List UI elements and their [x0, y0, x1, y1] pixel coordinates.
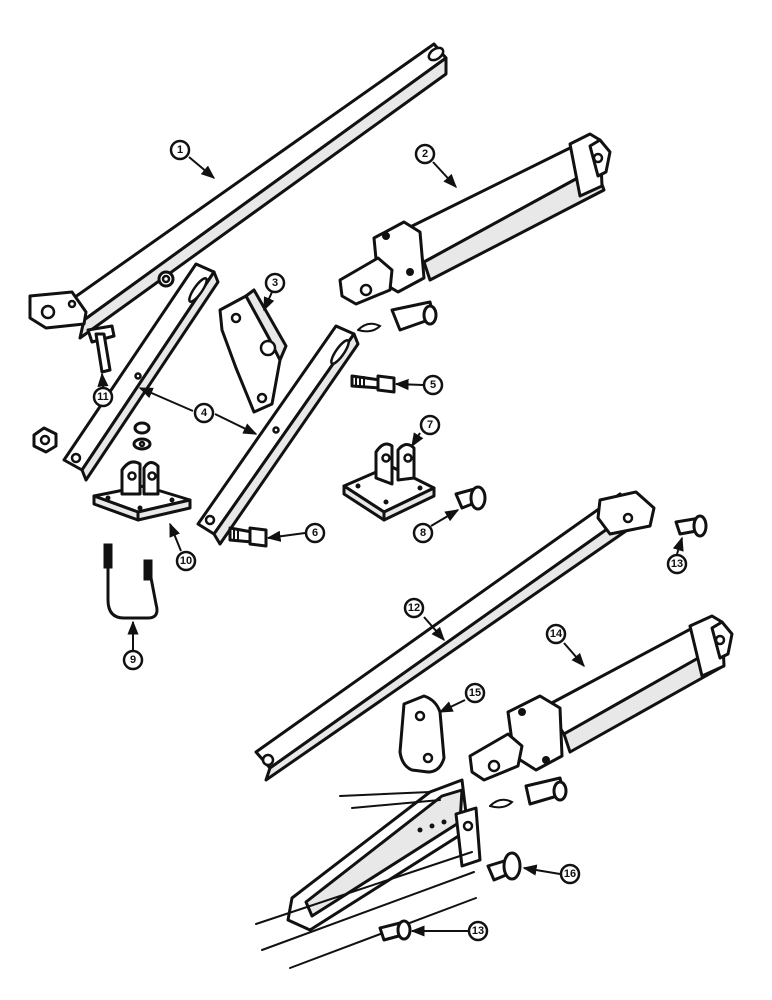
- callout-label: 8: [420, 527, 426, 539]
- frame-beam: [255, 778, 482, 969]
- nut-left: [32, 426, 58, 454]
- leader-lines: [97, 156, 684, 937]
- clevis-mount-7: [342, 442, 436, 522]
- pin-13-upper: [674, 514, 708, 538]
- callout-12: 12: [403, 597, 425, 619]
- callout-label: 12: [408, 602, 420, 614]
- callout-7: 7: [419, 414, 441, 436]
- slotted-strap-right: [196, 324, 360, 546]
- pin-11: [86, 324, 116, 374]
- callout-label: 11: [97, 391, 109, 403]
- callout-5: 5: [422, 374, 444, 396]
- callout-15: 15: [464, 682, 486, 704]
- callout-16: 16: [559, 863, 581, 885]
- nut-top: [157, 270, 175, 288]
- callout-label: 1: [177, 144, 183, 156]
- link-bar-upper: [28, 42, 448, 340]
- callout-4: 4: [193, 402, 215, 424]
- callout-label: 15: [469, 687, 481, 699]
- clevis-base-10: [92, 460, 192, 522]
- callout-1: 1: [169, 139, 191, 161]
- link-bar-lower: [254, 490, 656, 782]
- callout-label: 16: [564, 868, 576, 880]
- callout-10: 10: [175, 550, 197, 572]
- callout-2: 2: [414, 143, 436, 165]
- hydraulic-cylinder-lower: [468, 614, 734, 809]
- spacer-link-15: [398, 694, 446, 774]
- callout-14: 14: [545, 623, 567, 645]
- callout-13-upper: 13: [666, 553, 688, 575]
- callout-13-lower: 13: [467, 920, 489, 942]
- callout-label: 13: [671, 558, 683, 570]
- callout-label: 5: [430, 379, 436, 391]
- pin-16: [486, 851, 522, 882]
- callout-label: 14: [550, 628, 563, 640]
- bolt-5: [350, 374, 396, 394]
- callout-8: 8: [412, 522, 434, 544]
- bracket-plate: [218, 288, 288, 414]
- callout-6: 6: [304, 522, 326, 544]
- callout-label: 9: [130, 654, 136, 666]
- bolt-6: [228, 526, 268, 548]
- callout-3: 3: [264, 272, 286, 294]
- pin-8: [454, 485, 487, 511]
- callout-label: 7: [427, 419, 433, 431]
- callout-label: 4: [201, 407, 208, 419]
- callout-11: 11: [92, 386, 114, 408]
- callout-label: 13: [472, 925, 484, 937]
- pin-13-lower: [378, 919, 412, 942]
- washer-nut-stack: [132, 421, 152, 451]
- callout-label: 10: [180, 555, 192, 567]
- callout-9: 9: [122, 649, 144, 671]
- u-bolt-9: [103, 543, 159, 620]
- hydraulic-cylinder-upper: [338, 132, 612, 333]
- callout-label: 2: [422, 148, 428, 160]
- callout-label: 3: [272, 277, 278, 289]
- callout-label: 6: [312, 527, 318, 539]
